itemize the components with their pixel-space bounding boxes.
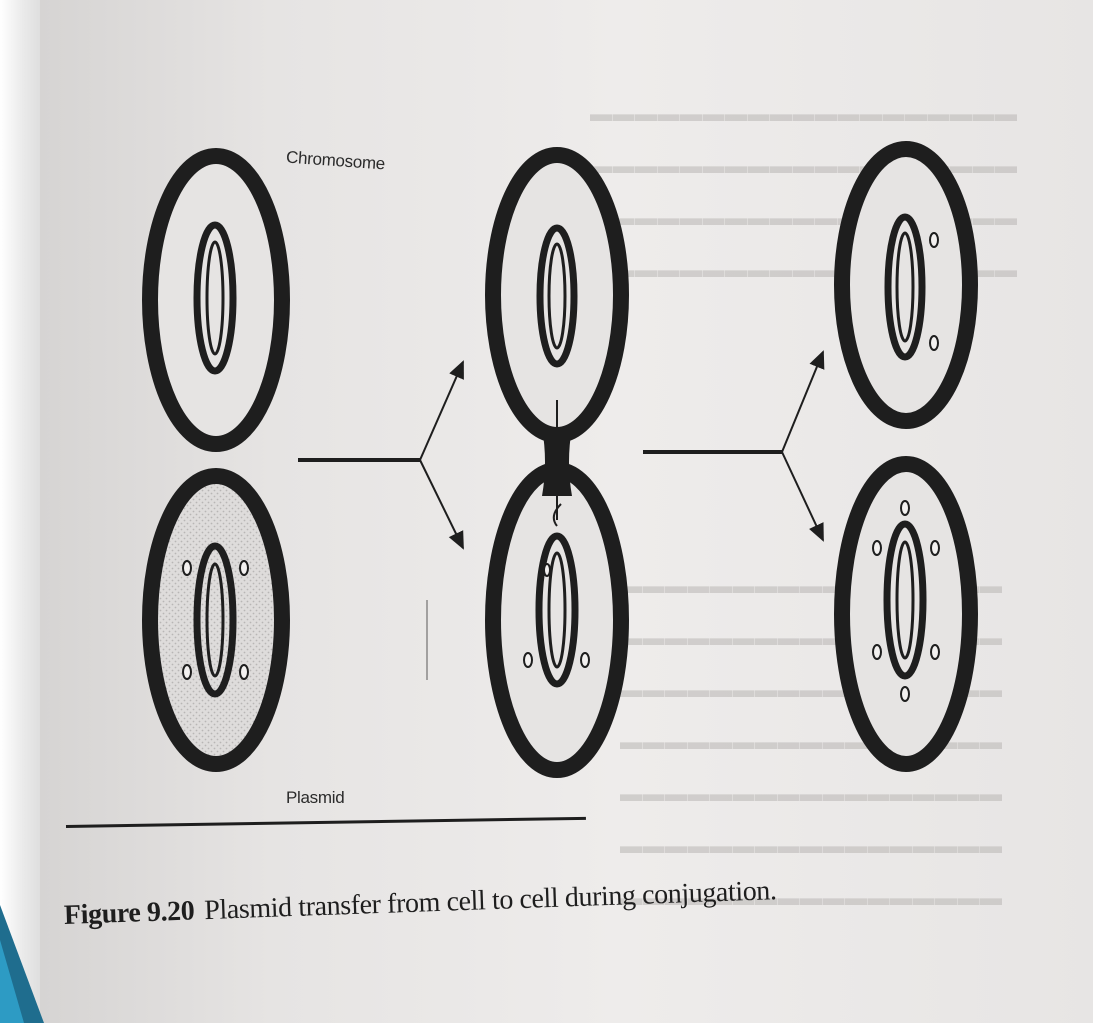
plasmid-icon xyxy=(930,233,938,247)
plasmid-icon xyxy=(240,561,248,575)
plasmid-icon xyxy=(901,501,909,515)
cell-bottom xyxy=(150,476,282,764)
cell-top xyxy=(150,156,282,444)
plasmid-icon xyxy=(931,541,939,555)
cell-top xyxy=(842,149,970,421)
cell-wall xyxy=(150,156,282,444)
arrow-branch-up xyxy=(782,352,823,452)
plasmid-label: Plasmid xyxy=(286,788,344,808)
arrow-branch-down xyxy=(782,452,823,540)
arrow-branch-up xyxy=(420,362,463,460)
cell-bottom xyxy=(842,464,970,764)
plasmid-icon xyxy=(183,665,191,679)
cell-wall xyxy=(150,476,282,764)
plasmid-icon xyxy=(183,561,191,575)
plasmid-icon xyxy=(931,645,939,659)
plasmid-icon xyxy=(240,665,248,679)
arrow-branch-down xyxy=(420,460,463,548)
cell-wall xyxy=(842,149,970,421)
plasmid-icon xyxy=(581,653,589,667)
plasmid-icon xyxy=(873,541,881,555)
plasmid-icon xyxy=(524,653,532,667)
transition-arrow-1 xyxy=(298,362,463,548)
corner-accent-highlight xyxy=(0,940,24,1023)
stage-separate-cells xyxy=(150,156,282,764)
figure-number: Figure 9.20 xyxy=(63,895,194,931)
transition-arrow-2 xyxy=(643,352,823,540)
plasmid-icon xyxy=(544,564,550,576)
cell-wall xyxy=(493,155,621,435)
plasmid-icon xyxy=(930,336,938,350)
stage-daughter-cells xyxy=(842,149,970,764)
stage-conjugating-cells xyxy=(493,155,621,770)
plasmid-icon xyxy=(901,687,909,701)
plasmid-icon xyxy=(873,645,881,659)
